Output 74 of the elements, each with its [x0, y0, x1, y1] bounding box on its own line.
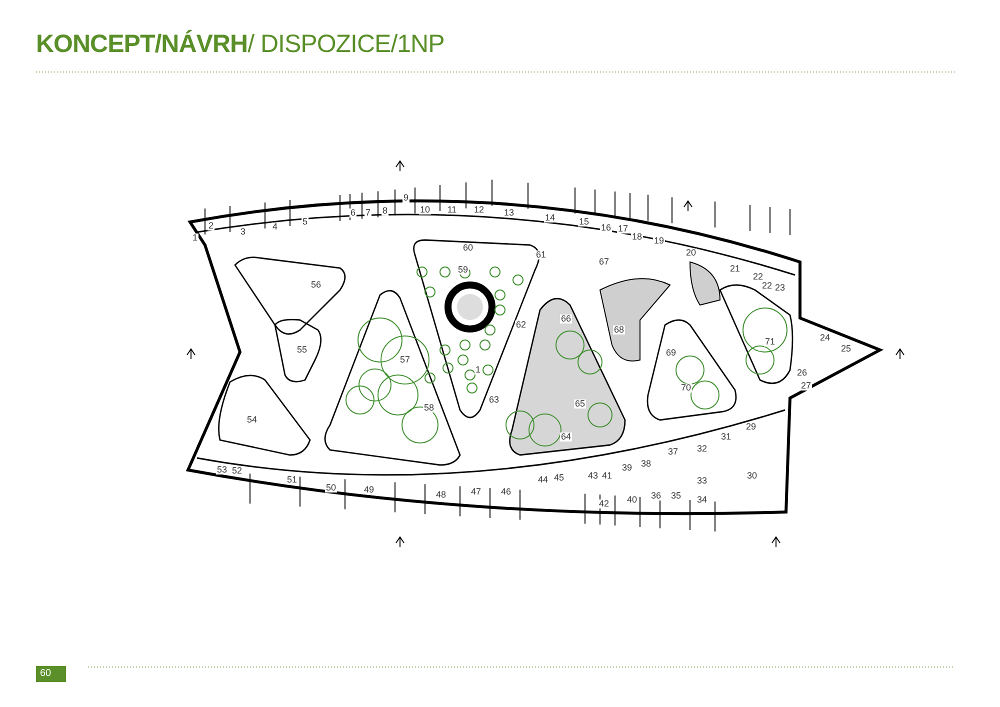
room-number: 63: [488, 396, 500, 404]
room-number: 27: [800, 382, 812, 390]
room-number: 35: [670, 492, 682, 500]
room-number: 18: [631, 232, 643, 242]
room-number: 38: [640, 460, 652, 468]
room-number: 1: [474, 366, 482, 374]
room-number: 62: [515, 320, 527, 330]
room-number: 32: [696, 444, 708, 454]
room-number: 11: [446, 206, 458, 214]
room-number: 22: [761, 282, 773, 290]
room-number: 29: [745, 422, 757, 432]
room-number: 49: [363, 486, 375, 494]
room-number: 14: [544, 214, 556, 222]
room-number: 20: [685, 248, 697, 258]
room-number: 15: [578, 218, 590, 226]
room-number: 2: [208, 222, 214, 230]
room-number: 64: [560, 432, 572, 442]
room-number: 12: [473, 206, 485, 214]
room-number: 4: [272, 222, 278, 232]
room-number: 22: [752, 272, 764, 282]
room-number: 47: [470, 488, 482, 496]
room-number: 52: [231, 466, 243, 476]
page-title: KONCEPT/NÁVRH/ DISPOZICE/1NP: [36, 30, 444, 59]
room-number: 16: [600, 224, 612, 232]
room-number: 57: [399, 356, 411, 364]
room-number: 37: [667, 448, 679, 456]
room-number: 66: [560, 314, 572, 324]
room-number: 50: [325, 484, 337, 492]
room-number: 13: [503, 208, 515, 218]
room-number: 58: [423, 404, 435, 412]
room-number: 46: [500, 488, 512, 496]
room-number: 65: [574, 400, 586, 408]
room-number: 60: [462, 244, 474, 252]
room-number: 7: [364, 208, 372, 218]
room-number: 1: [192, 234, 198, 242]
room-number: 26: [796, 368, 808, 378]
room-number: 48: [435, 490, 447, 500]
room-number: 24: [819, 334, 831, 342]
room-number: 54: [246, 416, 258, 424]
room-number: 8: [382, 206, 388, 216]
room-number: 41: [601, 472, 613, 480]
room-number: 68: [613, 326, 625, 334]
room-number: 40: [626, 496, 638, 504]
room-number: 19: [653, 236, 665, 246]
room-number: 21: [729, 264, 741, 274]
room-number: 45: [553, 474, 565, 482]
room-number: 33: [696, 476, 708, 486]
room-number: 36: [650, 492, 662, 500]
room-number: 3: [240, 228, 246, 236]
room-number: 69: [665, 348, 677, 358]
room-number: 10: [419, 206, 431, 214]
room-number: 59: [457, 266, 469, 274]
room-number: 71: [764, 338, 776, 346]
room-number: 43: [587, 472, 599, 480]
room-number: 17: [617, 224, 629, 234]
room-number: 39: [621, 464, 633, 472]
room-number: 6: [350, 208, 356, 218]
room-number: 55: [296, 346, 308, 354]
room-number: 42: [598, 500, 610, 508]
room-number: 67: [598, 258, 610, 266]
room-number: 44: [537, 476, 549, 484]
room-number: 25: [840, 344, 852, 354]
room-number: 23: [774, 284, 786, 292]
room-number: 9: [402, 194, 410, 202]
room-number: 70: [680, 384, 692, 392]
room-number: 34: [696, 496, 708, 504]
room-number: 56: [310, 280, 322, 290]
page-number: 60: [36, 666, 66, 682]
room-number: 51: [286, 476, 298, 484]
room-number: 30: [746, 472, 758, 480]
room-number: 5: [302, 218, 308, 226]
room-number: 31: [720, 432, 732, 442]
room-number: 61: [535, 250, 547, 260]
room-number: 53: [216, 466, 228, 474]
